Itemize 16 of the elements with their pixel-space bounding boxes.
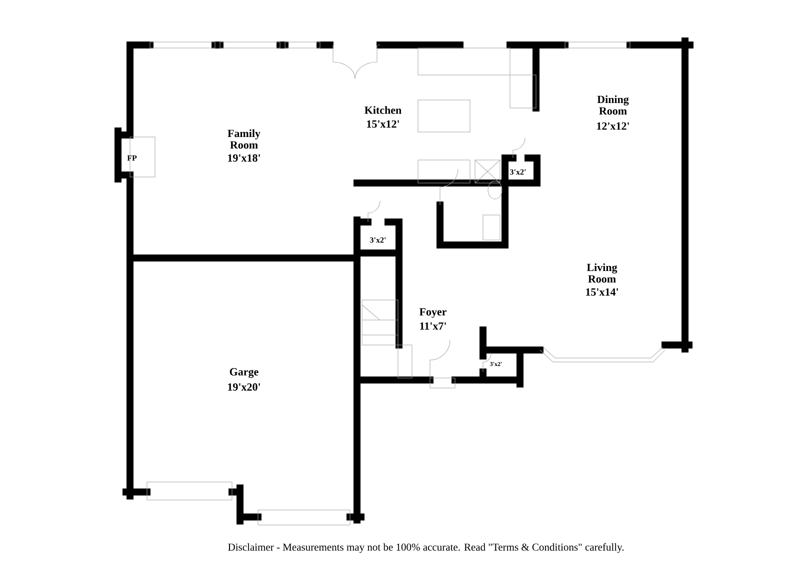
- room-name: Garge: [230, 368, 258, 378]
- room-name: Living Room: [586, 263, 618, 283]
- room-size: 15'x14': [586, 288, 618, 296]
- room-size: 15'x12': [367, 120, 399, 128]
- room-size: 12'x12': [597, 122, 629, 130]
- fireplace-label: FP: [127, 155, 137, 161]
- room-size: 19'x18': [228, 154, 260, 162]
- room-name: Family Room: [228, 129, 260, 149]
- room-size: 11'x7': [420, 322, 446, 330]
- closet-size: 3'x2': [510, 169, 526, 175]
- closet-size: 3'x2': [370, 237, 386, 243]
- room-name: Foyer: [419, 308, 446, 318]
- room-name: Dining Room: [597, 95, 629, 115]
- room-size: 19'x20': [228, 383, 260, 391]
- disclaimer-text: Disclaimer - Measurements may not be 100% accurate. Read "Terms & Conditions" carefully.: [228, 543, 624, 553]
- room-name: Kitchen: [364, 106, 402, 114]
